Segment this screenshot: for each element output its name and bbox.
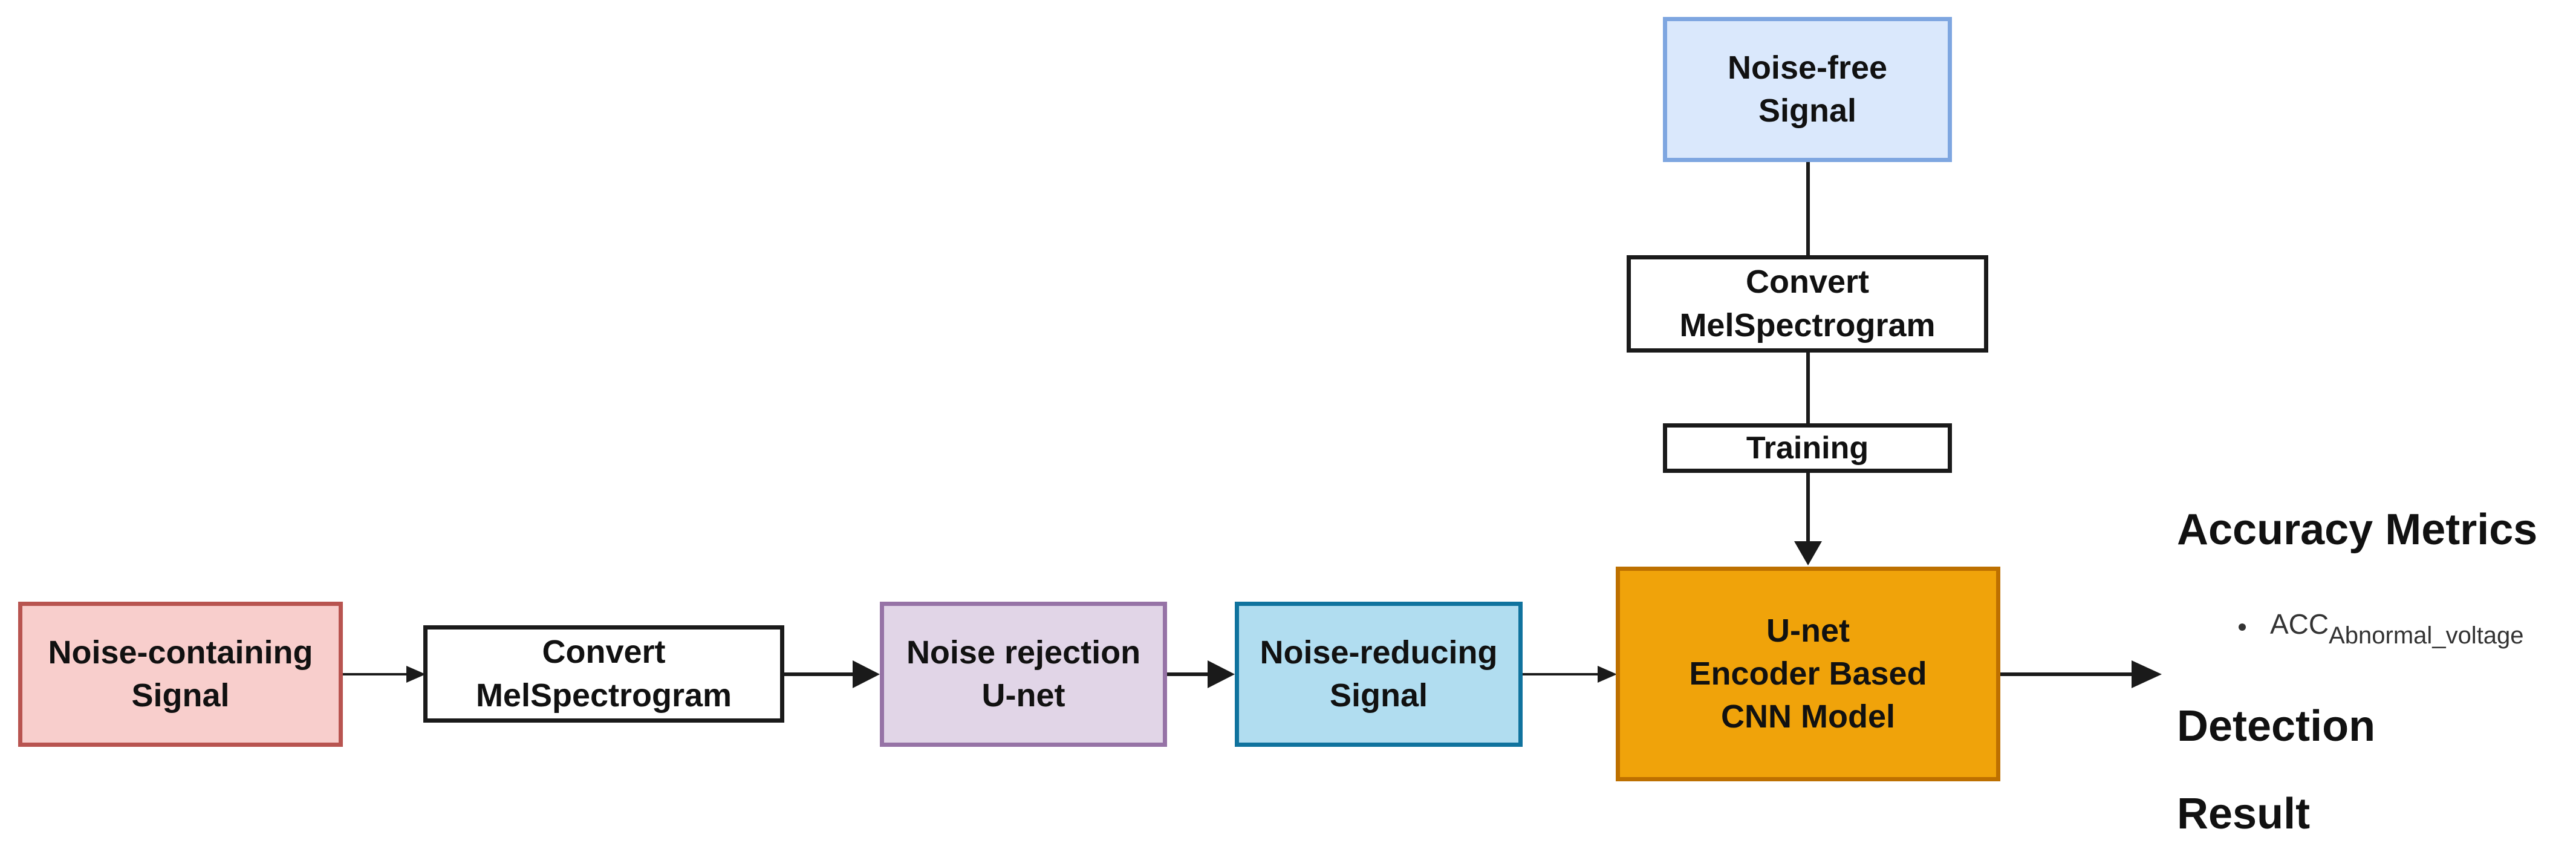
convert-top-line1: Convert	[1745, 264, 1870, 301]
noise-reducing-line2: Signal	[1329, 677, 1428, 714]
metric-item: ACCAbnormal_voltage	[2270, 608, 2524, 649]
convert-melspectrogram-top-node: Convert MelSpectrogram	[1627, 255, 1988, 353]
cnn-model-line1: U-net	[1766, 612, 1850, 649]
noise-rejection-line1: Noise rejection	[906, 634, 1141, 671]
arrowhead-reducing-to-cnn	[1598, 666, 1617, 683]
cnn-model-line2: Encoder Based	[1689, 655, 1927, 692]
metric-subscript-text: Abnormal_voltage	[2329, 622, 2524, 649]
noise-containing-signal-node: Noise-containing Signal	[18, 602, 343, 747]
convert-top-line2: MelSpectrogram	[1679, 307, 1936, 343]
noise-rejection-unet-node: Noise rejection U-net	[880, 602, 1167, 747]
convert-bottom-line1: Convert	[542, 634, 666, 671]
convert-melspectrogram-bottom-node: Convert MelSpectrogram	[423, 625, 784, 723]
noise-containing-line1: Noise-containing	[48, 634, 313, 671]
training-label: Training	[1746, 430, 1869, 466]
accuracy-metrics-heading: Accuracy Metrics	[2177, 506, 2538, 554]
arrowhead-convert-to-unet	[853, 660, 880, 688]
detection-text: Detection	[2177, 702, 2376, 750]
noise-reducing-line1: Noise-reducing	[1260, 634, 1498, 671]
noise-reducing-signal-node: Noise-reducing Signal	[1235, 602, 1523, 747]
metric-base-text: ACC	[2270, 608, 2329, 640]
arrowhead-cnn-to-output	[2132, 660, 2162, 688]
arrowhead-unet-to-reducing	[1208, 660, 1235, 688]
training-node: Training	[1663, 423, 1952, 473]
noise-free-line1: Noise-free	[1727, 49, 1888, 86]
noise-free-line2: Signal	[1758, 93, 1857, 129]
noise-containing-line2: Signal	[131, 677, 230, 714]
arrowhead-signal-to-convert	[406, 666, 426, 683]
noise-free-signal-node: Noise-free Signal	[1663, 17, 1952, 162]
cnn-model-line3: CNN Model	[1721, 698, 1895, 735]
metric-bullet	[2239, 623, 2246, 631]
cnn-model-node: U-net Encoder Based CNN Model	[1616, 567, 2000, 781]
convert-bottom-line2: MelSpectrogram	[475, 677, 732, 714]
arrowhead-training-to-cnn	[1794, 541, 1822, 565]
result-text: Result	[2177, 790, 2311, 838]
noise-rejection-line2: U-net	[981, 677, 1065, 714]
